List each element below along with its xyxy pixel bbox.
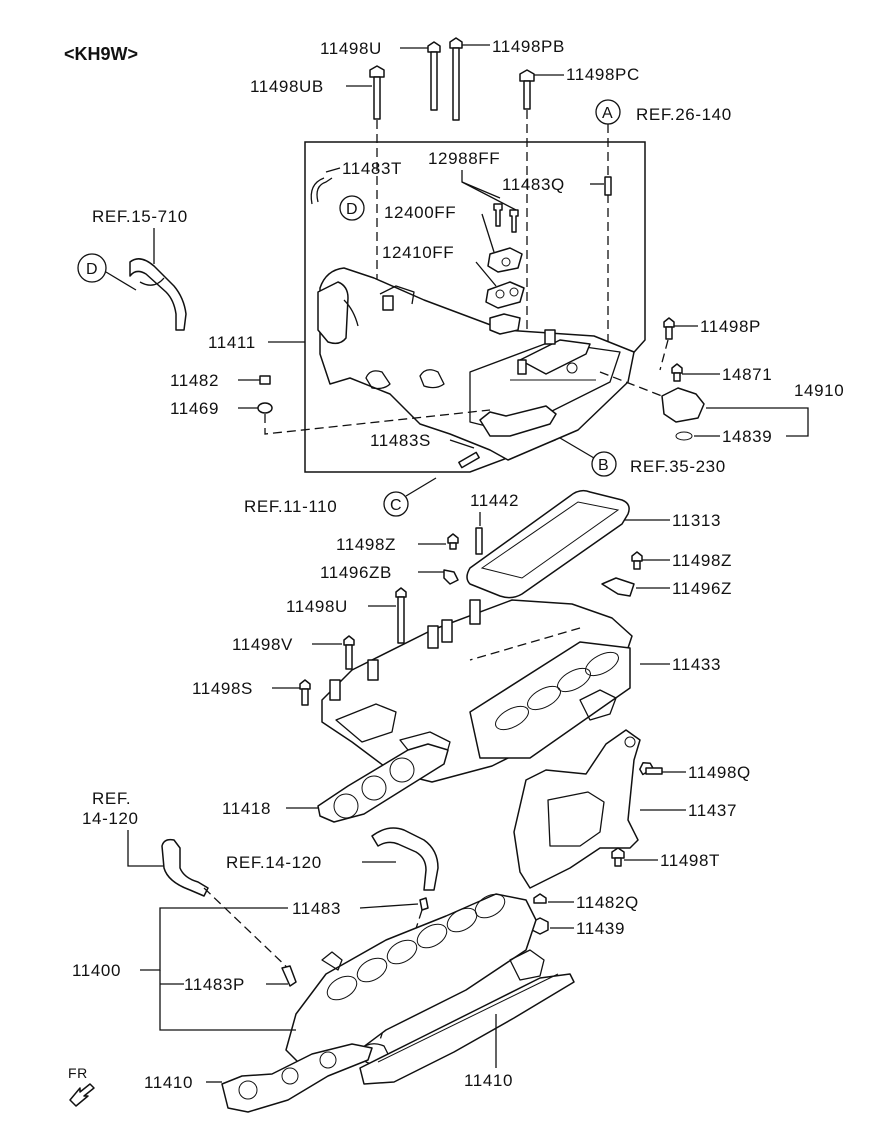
label-11483T: 11483T	[342, 159, 402, 178]
stud-11442	[475, 527, 483, 555]
intake-manifold-11433	[321, 599, 633, 783]
gasket-12400FF	[487, 247, 523, 273]
label-11411: 11411	[208, 333, 256, 352]
label-11498Z-right: 11498Z	[672, 551, 732, 570]
label-11313: 11313	[672, 511, 721, 530]
label-11483S: 11483S	[370, 431, 431, 450]
label-11410-right: 11410	[464, 1071, 513, 1090]
model-code-header: <KH9W>	[64, 44, 138, 64]
seal-11469	[257, 402, 273, 414]
gasket-11313	[466, 489, 630, 599]
label-11498U-top: 11498U	[320, 39, 382, 58]
gasket-12410FF	[485, 281, 525, 309]
sensor-14910	[661, 387, 705, 423]
label-14910: 14910	[794, 381, 844, 400]
label-11498UB: 11498UB	[250, 77, 324, 96]
label-11498PC: 11498PC	[566, 65, 640, 84]
label-11400: 11400	[72, 961, 121, 980]
bolt-11498PB	[449, 37, 463, 121]
label-11439: 11439	[576, 919, 625, 938]
label-12400FF: 12400FF	[384, 203, 456, 222]
label-11483P: 11483P	[184, 975, 245, 994]
hose-11483S	[458, 451, 480, 469]
bracket-11496Z	[601, 577, 635, 597]
label-11442: 11442	[470, 491, 519, 510]
svg-text:C: C	[390, 497, 402, 514]
label-11418: 11418	[222, 799, 271, 818]
svg-text:A: A	[602, 105, 613, 122]
gasket-11410-left	[221, 1043, 373, 1113]
oring-14839	[675, 431, 693, 441]
label-ref-15-710: REF.15-710	[92, 207, 188, 226]
label-11482Q: 11482Q	[576, 893, 639, 912]
label-11483: 11483	[292, 899, 341, 918]
label-ref-14-120-a-line1: REF.	[92, 789, 131, 808]
label-11498Q: 11498Q	[688, 763, 751, 782]
label-11496Z: 11496Z	[672, 579, 732, 598]
svg-text:B: B	[598, 457, 609, 474]
label-11410-left: 11410	[144, 1073, 193, 1092]
upper-intake-plenum-11411	[317, 267, 635, 461]
callout-C	[383, 491, 409, 517]
label-ref-14-120-b: REF.14-120	[226, 853, 322, 872]
gasket-11410-right	[359, 973, 575, 1085]
svg-text:D: D	[346, 201, 358, 218]
label-11433: 11433	[672, 655, 721, 674]
label-11498P: 11498P	[700, 317, 761, 336]
label-11498S: 11498S	[192, 679, 253, 698]
nut-11482	[259, 375, 271, 385]
label-12410FF: 12410FF	[382, 243, 454, 262]
bolt-11498UB	[369, 65, 385, 120]
label-fr: FR	[68, 1065, 88, 1081]
label-11482: 11482	[170, 371, 219, 390]
bracket-11496ZB	[443, 569, 459, 585]
front-arrow-icon	[69, 1083, 95, 1107]
label-14839: 14839	[722, 427, 772, 446]
bracket-11437	[513, 729, 641, 889]
nut-11482Q	[533, 893, 547, 904]
label-11483Q: 11483Q	[502, 175, 565, 194]
label-11498Z-left: 11498Z	[336, 535, 396, 554]
hose-ref-15-710	[129, 258, 187, 331]
hose-ref-14-120-right	[371, 827, 439, 891]
label-ref-14-120-a-line2: 14-120	[82, 809, 139, 828]
label-11496ZB: 11496ZB	[320, 563, 392, 582]
label-11437: 11437	[688, 801, 737, 820]
bolt-11498PC	[519, 69, 535, 110]
label-ref-26-140: REF.26-140	[636, 105, 732, 124]
label-11498U-mid: 11498U	[286, 597, 348, 616]
callout-D-upper	[339, 195, 365, 221]
label-ref-35-230: REF.35-230	[630, 457, 726, 476]
label-14871: 14871	[722, 365, 772, 384]
bolt-11498U-top	[427, 41, 441, 111]
callout-B	[591, 451, 617, 477]
svg-text:D: D	[86, 261, 98, 278]
hose-11483P	[281, 965, 297, 987]
label-12988FF: 12988FF	[428, 149, 500, 168]
label-11469: 11469	[170, 399, 219, 418]
label-11498PB: 11498PB	[492, 37, 565, 56]
pipe-11483	[419, 897, 429, 911]
label-11498V: 11498V	[232, 635, 293, 654]
callout-D-left	[77, 253, 107, 283]
label-11498T: 11498T	[660, 851, 720, 870]
gasket-11418	[317, 743, 449, 823]
hose-ref-14-120-left	[161, 838, 209, 897]
label-ref-11-110: REF.11-110	[244, 497, 337, 516]
